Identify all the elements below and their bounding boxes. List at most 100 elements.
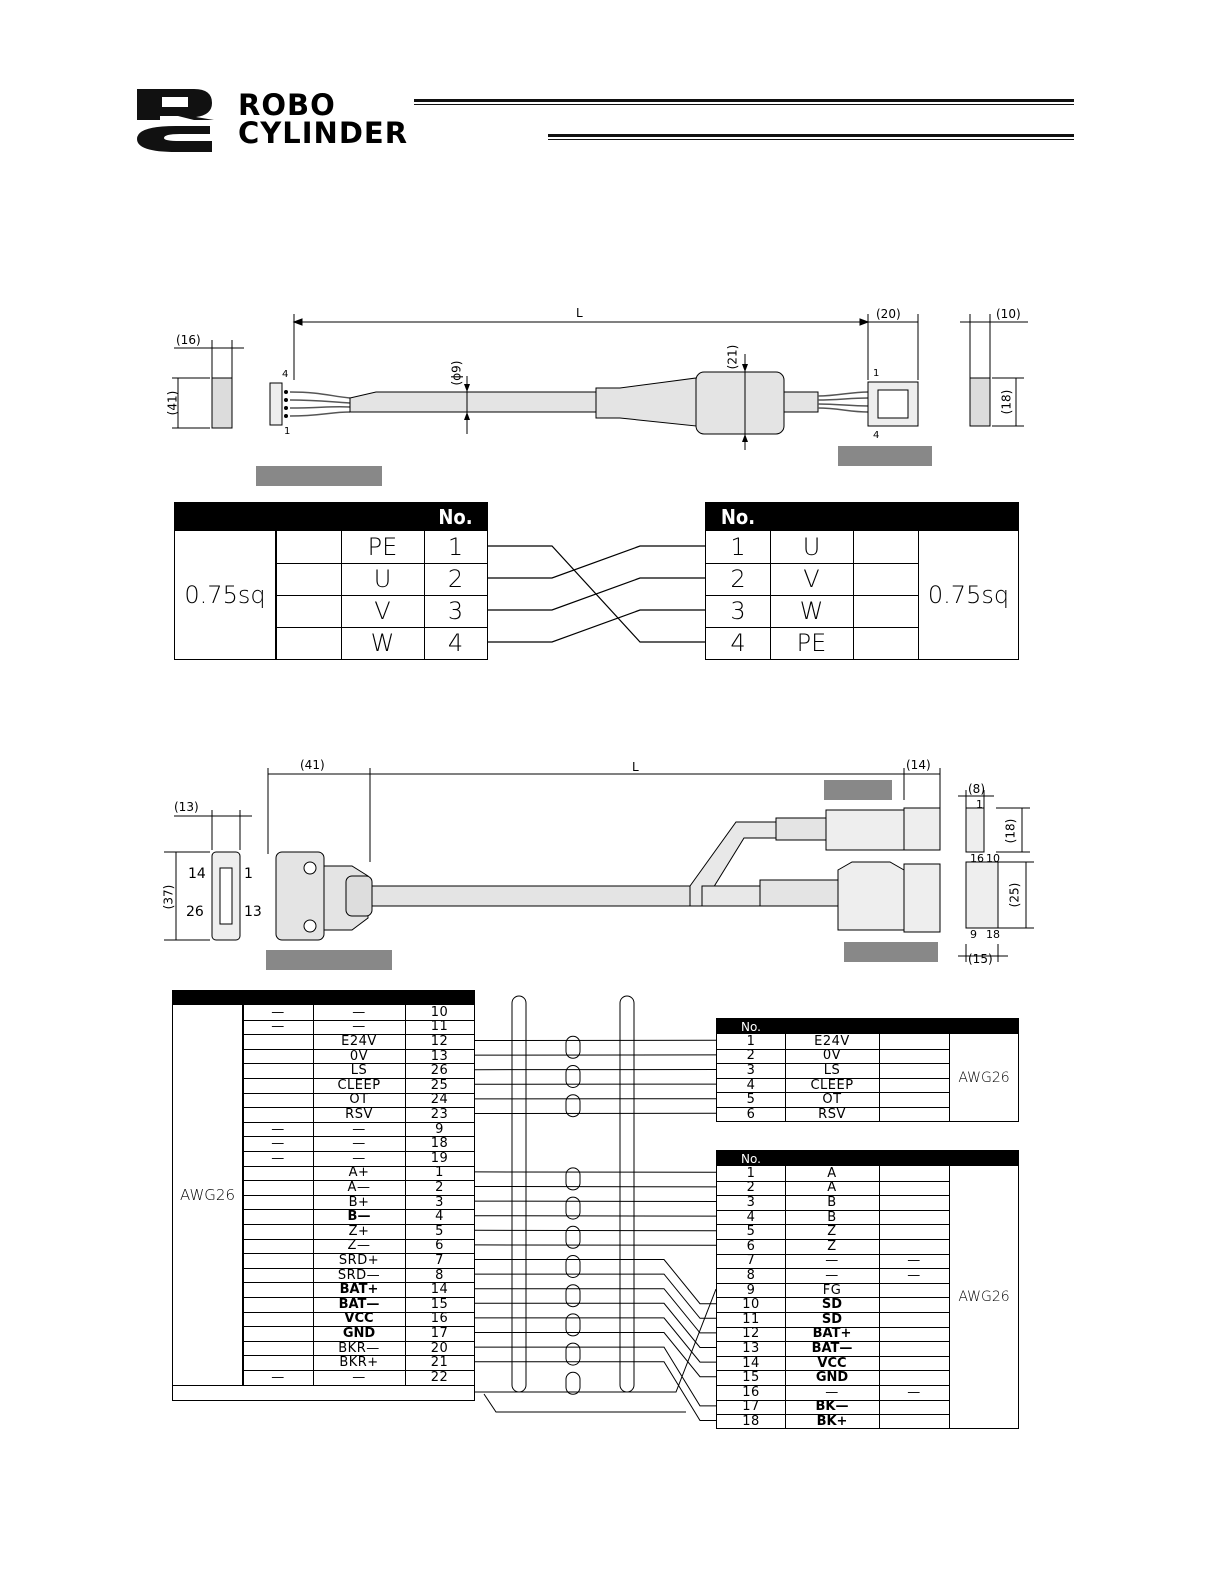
signal-cell: GND	[342, 1325, 376, 1341]
pin-number-cell: 2	[435, 1179, 444, 1195]
encoder-right-bottom-no-header: No.	[741, 1151, 761, 1166]
color-cell: —	[271, 1136, 285, 1152]
pin-4-right: 4	[873, 430, 880, 441]
signal-cell: RSV	[345, 1106, 373, 1122]
pin-number-cell: 4	[435, 1209, 444, 1225]
signal-cell: VCC	[817, 1355, 847, 1371]
signal-cell: BKR—	[338, 1340, 380, 1356]
enc-pin-r16: 16	[970, 852, 984, 865]
pin-number-cell: 2	[746, 1048, 756, 1064]
pin-number-cell: 1	[746, 1033, 756, 1049]
pin-number-cell: 5	[435, 1223, 444, 1239]
table-rule	[717, 1268, 949, 1269]
encoder-right-top-no-header: No.	[741, 1019, 761, 1034]
header-rule-bottom-thin	[548, 139, 1074, 140]
signal-cell: E24V	[814, 1033, 850, 1049]
signal-cell: PE	[796, 629, 827, 657]
table-rule	[243, 1034, 474, 1035]
shield-drain-line	[483, 1393, 686, 1413]
signal-cell: V	[374, 597, 391, 625]
pin-number-cell: 14	[430, 1282, 449, 1298]
pin-1-left: 1	[284, 426, 291, 437]
pin-number-cell: 1	[447, 533, 464, 561]
pin-number-cell: 1	[730, 533, 746, 561]
signal-cell: CLEEP	[810, 1077, 854, 1093]
table-rule	[717, 1370, 949, 1371]
drain-wire-line	[475, 1288, 717, 1393]
twist-pair-marker	[565, 1371, 581, 1395]
table-rule	[717, 1341, 949, 1342]
pin-number-cell: 6	[435, 1238, 444, 1254]
pin-number-cell: 10	[742, 1297, 760, 1313]
signal-cell: U	[802, 533, 821, 561]
table-rule	[276, 503, 277, 659]
pin-number-cell: 3	[746, 1194, 756, 1210]
signal-cell: BK+	[816, 1413, 848, 1429]
pin-number-cell: 8	[746, 1267, 756, 1283]
enc-dim-41: (41)	[300, 758, 325, 772]
signal-cell: BAT—	[811, 1340, 853, 1356]
enc-pin-r1: 1	[976, 798, 983, 811]
dim-10: (10)	[996, 307, 1021, 321]
twist-pair-marker	[565, 1313, 581, 1337]
enc-dim-15: (15)	[968, 952, 993, 966]
twist-pair-marker	[565, 1196, 581, 1220]
dim-16: (16)	[176, 333, 201, 347]
signal-cell: GND	[815, 1370, 849, 1386]
signal-cell: —	[352, 1369, 366, 1385]
table-rule	[276, 563, 487, 564]
pin-number-cell: 16	[430, 1311, 449, 1327]
signal-cell: —	[825, 1384, 839, 1400]
pin-number-cell: 14	[742, 1355, 760, 1371]
table-rule	[706, 595, 918, 596]
pin-number-cell: 11	[742, 1311, 760, 1327]
table-rule	[424, 503, 425, 659]
motor-wiring-lines	[488, 545, 706, 643]
pin-number-cell: 6	[746, 1106, 756, 1122]
signal-cell: B	[827, 1194, 837, 1210]
table-rule	[717, 1092, 949, 1093]
enc-dim-length: L	[632, 760, 639, 774]
table-rule	[879, 1019, 880, 1121]
encoder-right-bottom-header	[717, 1151, 1018, 1166]
pin-number-cell: 16	[742, 1384, 760, 1400]
twist-pair-marker	[565, 1167, 581, 1191]
signal-cell: Z	[827, 1224, 837, 1240]
signal-cell: E24V	[341, 1033, 377, 1049]
table-rule	[243, 1151, 474, 1152]
table-rule	[918, 503, 919, 659]
color-cell: —	[271, 1019, 285, 1035]
pin-number-cell: 7	[746, 1253, 756, 1269]
enc-pin-1: 1	[244, 866, 253, 882]
wire-line	[475, 1361, 716, 1421]
signal-cell: —	[352, 1150, 366, 1166]
color-cell: —	[907, 1253, 921, 1269]
signal-cell: OT	[822, 1092, 842, 1108]
twist-pair-marker	[565, 1035, 581, 1059]
enc-pin-r9: 9	[970, 928, 977, 941]
color-cell: —	[907, 1384, 921, 1400]
table-rule	[243, 1020, 474, 1021]
pin-number-cell: 11	[430, 1019, 449, 1035]
wire-line	[475, 1332, 716, 1378]
pin-number-cell: 25	[430, 1077, 449, 1093]
dim-20: (20)	[876, 307, 901, 321]
pin-number-cell: 1	[746, 1165, 756, 1181]
signal-cell: BK—	[815, 1399, 849, 1415]
table-rule	[717, 1414, 949, 1415]
table-rule	[717, 1385, 949, 1386]
table-rule	[879, 1151, 880, 1428]
table-rule	[706, 563, 918, 564]
signal-cell: BAT+	[812, 1326, 852, 1342]
pin-1-right: 1	[873, 368, 880, 379]
table-rule	[243, 1253, 474, 1254]
table-rule	[785, 1151, 786, 1428]
signal-cell: SRD+	[338, 1252, 380, 1268]
signal-cell: U	[373, 565, 392, 593]
table-rule	[717, 1078, 949, 1079]
